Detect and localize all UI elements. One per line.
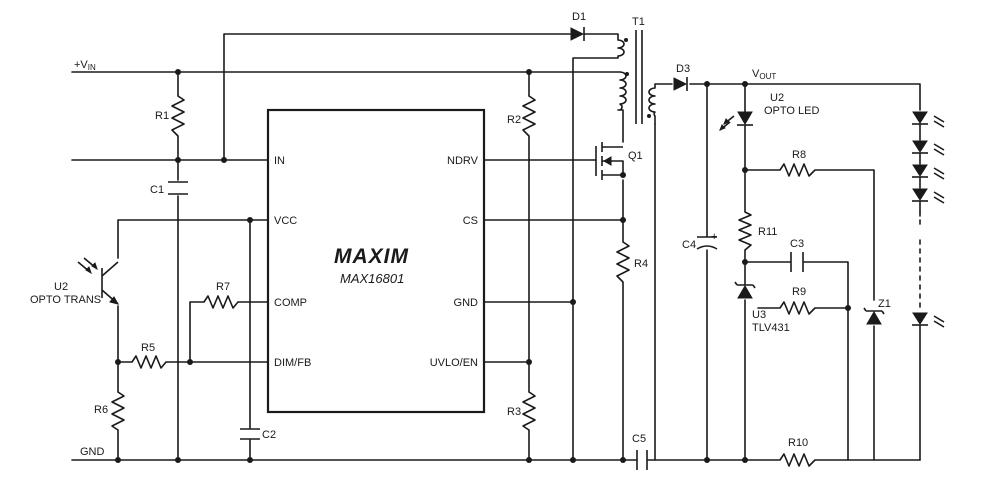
r7-label: R7: [216, 281, 230, 293]
u2-left-desc: OPTO TRANS: [30, 294, 101, 306]
pin-comp: COMP: [274, 297, 307, 309]
resistor-r9: [779, 301, 816, 315]
pin-ndrv: NDRV: [447, 155, 479, 167]
pin-cs: CS: [463, 215, 478, 227]
diodes: [570, 27, 885, 325]
maxim-logo: MAXIM: [334, 245, 409, 268]
diode-d1: [570, 27, 585, 41]
capacitor-c5: [636, 450, 648, 470]
wires: [71, 33, 921, 461]
vin-label: +VIN: [74, 59, 96, 72]
led-string: [912, 111, 945, 328]
d3-label: D3: [676, 63, 690, 75]
capacitor-c3: [790, 252, 804, 272]
resistor-r5: [131, 355, 167, 369]
u2-left-label: U2: [54, 281, 68, 293]
c3-label: C3: [790, 238, 804, 250]
resistor-r2: [522, 95, 536, 137]
c2-label: C2: [262, 429, 276, 441]
led-5: [912, 312, 945, 328]
r6-label: R6: [94, 404, 108, 416]
c1-label: C1: [150, 184, 164, 196]
r9-label: R9: [792, 286, 806, 298]
q1-label: Q1: [628, 150, 643, 162]
r10-label: R10: [788, 437, 808, 449]
z1-label: Z1: [878, 298, 891, 310]
c4-label: C4: [682, 239, 696, 251]
resistor-r10: [779, 453, 816, 467]
pin-gnd: GND: [454, 297, 479, 309]
led-4: [912, 188, 945, 204]
led-2: [912, 140, 945, 156]
mosfet-q1: [595, 142, 624, 180]
transformer-t1: [617, 30, 656, 124]
r4-label: R4: [634, 258, 648, 270]
opto-led-u2: [719, 111, 753, 131]
max16801-ic: MAXIM MAX16801 IN VCC COMP DIM/FB NDRV C…: [266, 108, 486, 414]
shunt-regulator-u3: [734, 281, 756, 299]
pin-dim-fb: DIM/FB: [274, 357, 311, 369]
r3-label: R3: [507, 406, 521, 418]
capacitor-c2: [240, 428, 260, 440]
u2-top-label: U2: [770, 92, 784, 104]
vout-label: VOUT: [752, 68, 776, 81]
labels: +VIN GND VOUT R1 C1 R2 R3 R4 R5 R6 R7 R8…: [30, 11, 891, 458]
u3-desc: TLV431: [752, 322, 790, 334]
pin-in: IN: [274, 155, 285, 167]
junctions: [115, 69, 851, 463]
capacitors: [168, 181, 804, 470]
capacitor-c4: [696, 236, 718, 250]
c5-label: C5: [632, 433, 646, 445]
u2-top-desc: OPTO LED: [764, 105, 819, 117]
u3-label: U3: [752, 309, 766, 321]
resistor-r11: [738, 211, 752, 251]
c4-polarity: +: [711, 231, 717, 243]
t1-label: T1: [632, 16, 645, 28]
resistor-r6: [111, 391, 125, 431]
gnd-label: GND: [80, 446, 105, 458]
resistor-r3: [522, 391, 536, 431]
ic-part-number: MAX16801: [340, 271, 404, 286]
led-1: [912, 111, 945, 128]
led-3: [912, 164, 945, 180]
resistor-r1: [171, 95, 185, 137]
r1-label: R1: [155, 110, 169, 122]
pin-vcc: VCC: [274, 215, 297, 227]
capacitor-c1: [168, 181, 188, 195]
r11-label: R11: [758, 226, 777, 238]
diode-d3: [673, 77, 688, 91]
pin-uvlo-en: UVLO/EN: [430, 357, 478, 369]
zener-z1: [863, 307, 885, 325]
resistors: [111, 95, 816, 467]
resistor-r7: [203, 295, 239, 309]
resistor-r4: [616, 241, 630, 283]
r8-label: R8: [792, 149, 806, 161]
r2-label: R2: [507, 114, 521, 126]
opto-transistor-u2: [77, 257, 120, 305]
d1-label: D1: [572, 11, 586, 23]
resistor-r8: [779, 163, 816, 177]
r5-label: R5: [141, 342, 155, 354]
